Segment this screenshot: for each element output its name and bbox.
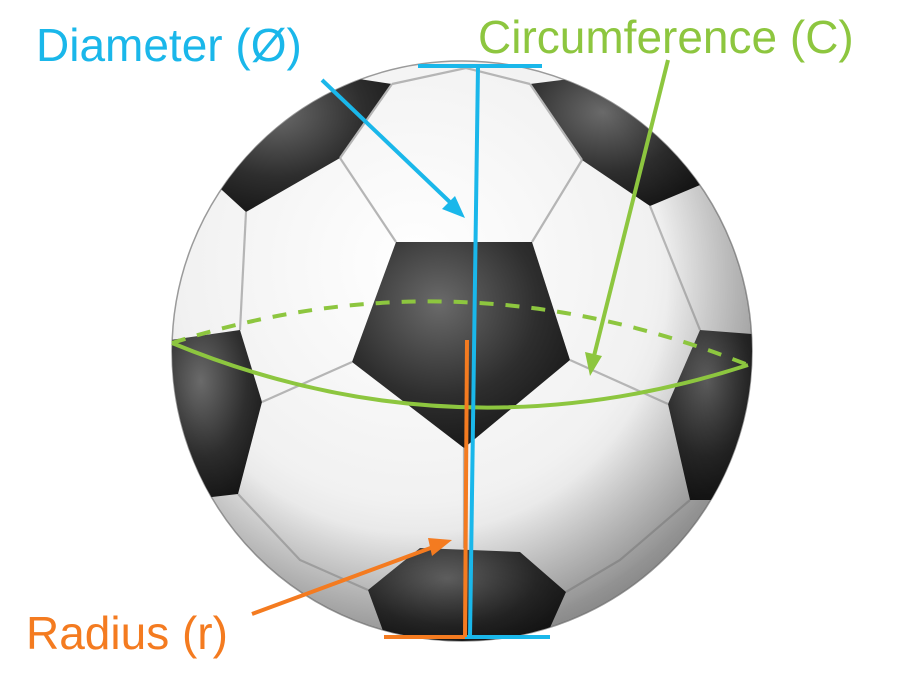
circumference-label: Circumference (C) [478, 11, 854, 63]
diameter-line [468, 65, 480, 638]
diameter-pointer-arrow [320, 78, 465, 218]
circumference-front-arc [171, 341, 749, 410]
radius-label: Radius (r) [26, 607, 228, 659]
circumference-pointer-arrow [585, 59, 670, 376]
circumference-back-arc [171, 299, 749, 367]
radius-pointer-arrow [251, 538, 452, 616]
diameter-label: Diameter (Ø) [36, 19, 302, 71]
radius-line [463, 339, 469, 638]
